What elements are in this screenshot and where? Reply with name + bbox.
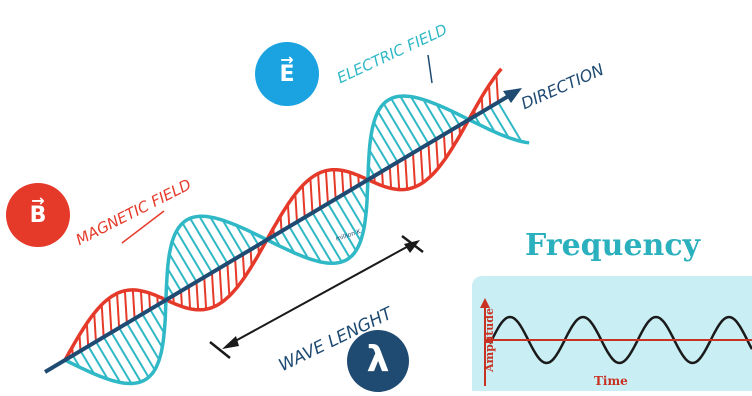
magnetic-field-badge: → B	[6, 183, 70, 247]
magnetic-hatch-line	[413, 153, 415, 187]
magnetic-hatch-line	[133, 290, 135, 319]
magnetic-hatch-line	[94, 313, 96, 341]
magnetic-hatch-line	[334, 170, 336, 199]
magnetic-hatch-line	[295, 194, 297, 222]
amplitude-label: Amplitude	[483, 294, 501, 386]
electric-hatch-line	[169, 254, 188, 286]
magnetic-hatch-line	[87, 323, 88, 346]
magnetic-hatch-line	[326, 171, 328, 204]
magnetic-hatch-line	[310, 178, 312, 212]
magnetic-hatch-line	[421, 148, 423, 182]
magnetic-hatch-line	[303, 185, 305, 217]
magnetic-hatch-line	[288, 204, 289, 226]
electric-hatch-line	[142, 314, 162, 347]
magnetic-hatch-line	[212, 273, 214, 307]
magnetic-hatch-line	[243, 254, 244, 278]
magnetic-hatch-line	[125, 291, 127, 323]
electric-field-badge: → E	[255, 42, 319, 106]
magnetic-hatch-line	[149, 293, 150, 309]
electric-hatch-line	[369, 150, 382, 171]
magnetic-hatch-line	[109, 298, 111, 332]
direction-axis	[45, 94, 512, 372]
electric-hatch-line	[343, 194, 363, 228]
magnetic-hatch-line	[235, 259, 237, 288]
rightwards-arrow-icon: →	[280, 52, 293, 68]
magnetic-hatch-line	[496, 75, 498, 102]
wavelength-arrowhead-left	[222, 336, 239, 349]
magnetic-hatch-line	[141, 291, 142, 314]
magnetic-hatch-line	[428, 144, 430, 177]
magnetic-hatch-line	[318, 174, 320, 208]
magnetic-hatch-line	[390, 167, 391, 189]
magnetic-hatch-line	[117, 293, 119, 327]
magnetic-hatch-line	[436, 139, 438, 168]
electric-hatch-line	[371, 135, 390, 166]
electric-hatch-line	[135, 319, 160, 360]
magnetic-hatch-line	[489, 85, 490, 106]
frequency-title: Frequency	[525, 228, 700, 263]
electric-hatch-line	[172, 241, 196, 282]
magnetic-hatch-line	[350, 172, 351, 189]
magnetic-hatch-line	[342, 170, 343, 194]
electric-label-leader	[428, 55, 432, 83]
magnetic-hatch-line	[220, 268, 222, 302]
magnetic-hatch-line	[204, 277, 206, 309]
magnetic-hatch-line	[227, 263, 229, 296]
rightwards-arrow-icon: →	[31, 193, 44, 209]
magnetic-hatch-line	[398, 162, 400, 190]
time-label: Time	[594, 374, 628, 388]
lambda-symbol: λ	[367, 339, 390, 380]
magnetic-hatch-line	[102, 305, 104, 337]
electric-hatch-line	[374, 122, 398, 162]
magnetic-hatch-line	[405, 157, 407, 189]
magnetic-hatch-line	[196, 282, 198, 310]
magnetic-hatch-line	[189, 286, 190, 308]
magnetic-hatch-line	[444, 134, 445, 158]
